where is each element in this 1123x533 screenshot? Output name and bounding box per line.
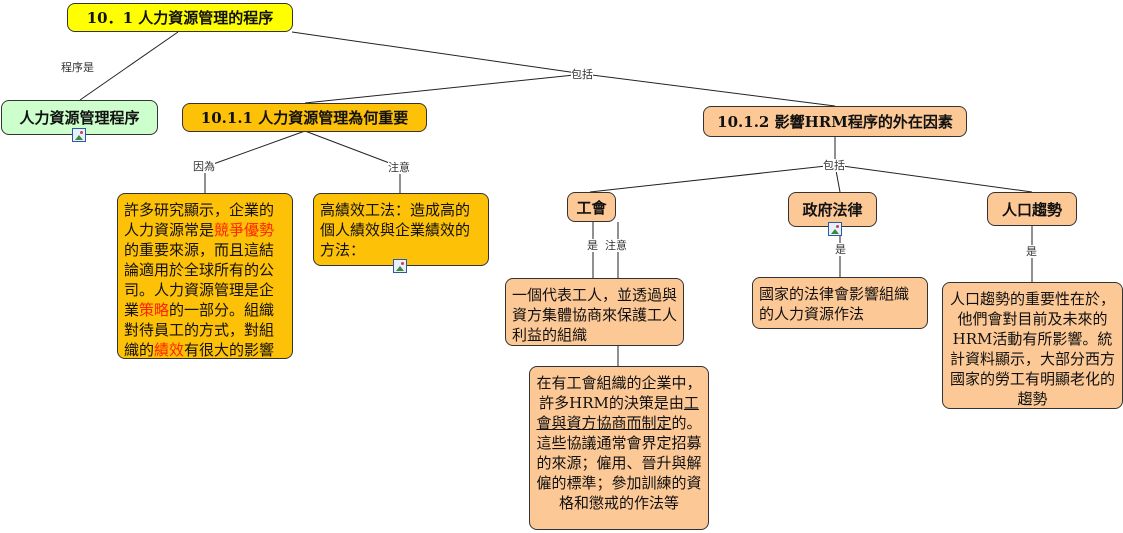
union-note-text-1: 在有工會組織的企業中，許多HRM的決策是由 (536, 374, 702, 412)
population-trend-definition-node[interactable]: 人口趨勢的重要性在於，他們會對目前及未來的HRM活動有所影響。統計資料顯示，大部… (942, 282, 1123, 409)
government-law-definition-text: 國家的法律會影響組織的人力資源作法 (759, 285, 910, 323)
population-trend-title: 人口趨勢 (1001, 200, 1062, 219)
why-important-title: 10.1.1 人力資源管理為何重要 (200, 109, 409, 127)
link-label-note: 注意 (388, 161, 410, 174)
image-icon[interactable] (72, 128, 86, 142)
reason-text-4: 有很大的影響 (184, 341, 275, 359)
process-title: 人力資源管理程序 (19, 109, 140, 127)
reason-text-3: 的一部分。組織對待員工的方式，對組織的 (124, 301, 275, 359)
government-law-definition-node[interactable]: 國家的法律會影響組織的人力資源作法 (752, 277, 928, 329)
union-definition-text: 一個代表工人，並透過與資方集體協商來保護工人利益的組織 (512, 286, 678, 344)
why-note-text: 高績效工法：造成高的個人績效與企業績效的方法： (320, 201, 471, 259)
root-node[interactable]: 10．1 人力資源管理的程序 (67, 3, 293, 32)
image-icon[interactable] (393, 259, 407, 273)
reason-text-1: 許多研究顯示，企業的人力資源常是 (124, 201, 275, 239)
reason-text-2: 的重要來源，而且這結論適用於全球所有的公司。人力資源管理是企業 (124, 241, 275, 319)
why-reason-node[interactable]: 許多研究顯示，企業的人力資源常是競爭優勢的重要來源，而且這結論適用於全球所有的公… (117, 193, 293, 359)
union-note-underlined: 工會與資方協商而制定 (536, 394, 699, 432)
reason-highlight-3: 績效 (154, 341, 185, 359)
why-important-node[interactable]: 10.1.1 人力資源管理為何重要 (182, 103, 427, 132)
population-trend-definition-text: 人口趨勢的重要性在於，他們會對目前及未來的HRM活動有所影響。統計資料顯示，大部… (949, 290, 1115, 408)
external-factors-node[interactable]: 10.1.2 影響HRM程序的外在因素 (703, 106, 967, 137)
union-title: 工會 (576, 198, 607, 217)
population-trend-node[interactable]: 人口趨勢 (987, 192, 1077, 226)
government-law-node[interactable]: 政府法律 (788, 192, 877, 227)
link-label-union-is: 是 (587, 239, 598, 252)
union-note-node[interactable]: 在有工會組織的企業中，許多HRM的決策是由工會與資方協商而制定的。這些協議通常會… (529, 366, 709, 530)
link-label-process-is: 程序是 (61, 61, 94, 74)
link-label-gov-is: 是 (835, 243, 846, 256)
reason-highlight-1: 競爭優勢 (214, 221, 275, 239)
reason-highlight-2: 策略 (139, 301, 170, 319)
link-label-trend-is: 是 (1026, 245, 1037, 258)
union-definition-node[interactable]: 一個代表工人，並透過與資方集體協商來保護工人利益的組織 (505, 278, 684, 346)
union-node[interactable]: 工會 (567, 192, 616, 222)
union-note-text-2: 的。這些協議通常會界定招募的來源；僱用、晉升與解僱的標準；參加訓練的資格和懲戒的… (536, 414, 702, 512)
link-label-includes-right: 包括 (823, 159, 845, 172)
link-label-includes-top: 包括 (571, 68, 593, 81)
link-label-because: 因為 (193, 160, 215, 173)
government-law-title: 政府法律 (802, 201, 863, 219)
external-factors-title: 10.1.2 影響HRM程序的外在因素 (717, 113, 953, 131)
image-icon[interactable] (828, 222, 842, 236)
root-title: 10．1 人力資源管理的程序 (86, 9, 274, 27)
link-label-union-note: 注意 (605, 239, 627, 252)
why-note-node[interactable]: 高績效工法：造成高的個人績效與企業績效的方法： (313, 193, 489, 266)
